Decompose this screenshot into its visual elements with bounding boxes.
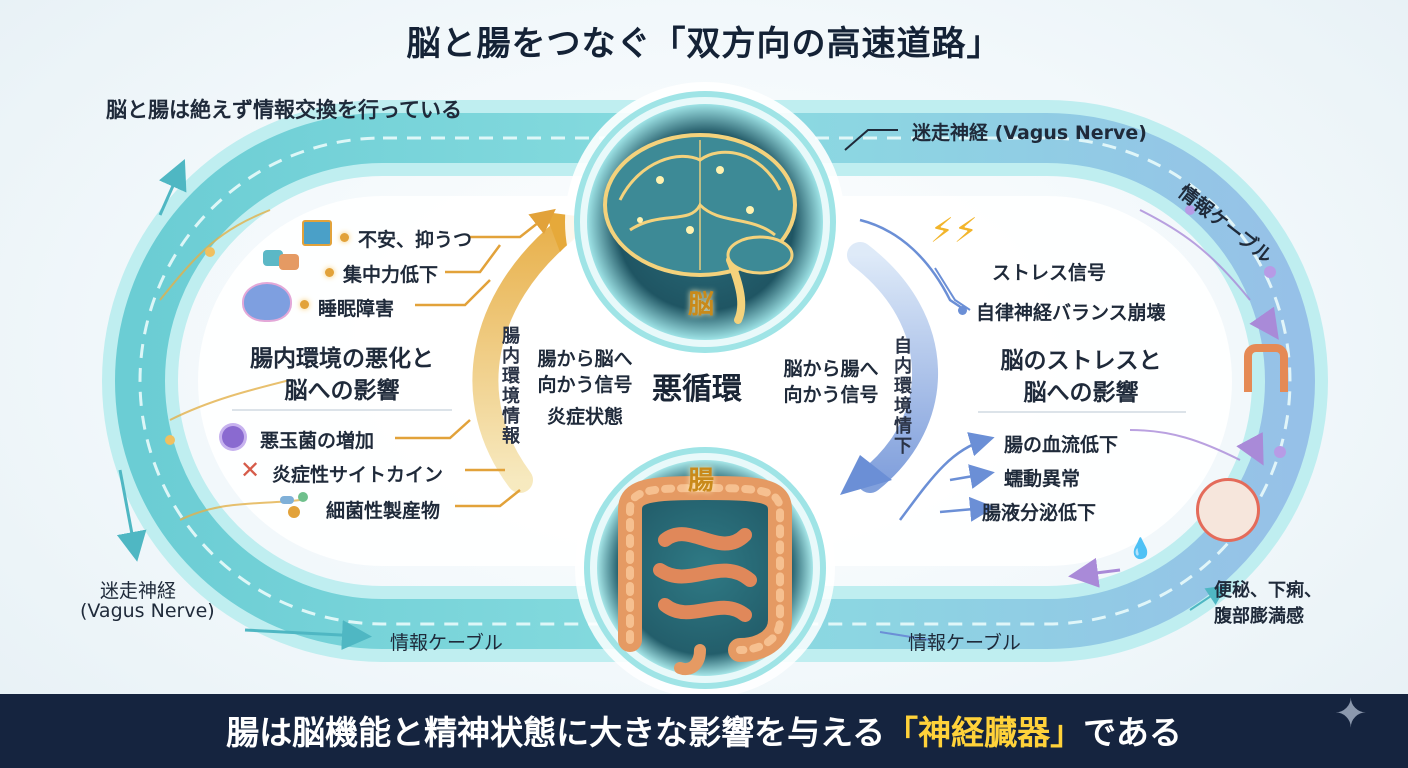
brain-label: 脳 [688,290,715,320]
result-line1: 便秘、下痢、 [1214,580,1322,601]
right-heading-line2: 脳への影響 [1023,380,1139,406]
intestine-illustration [618,475,792,675]
symptom-sleep: 睡眠障害 [318,298,395,320]
intro-text: 脳と腸は絶えず情報交換を行っている [106,98,462,122]
signal-autonomic: 自律神経バランス崩壊 [976,302,1166,324]
effect-blood-flow: 腸の血流低下 [1004,434,1119,456]
vicious-cycle-label: 悪循環 [652,372,742,407]
info-cable-label-bottom-right: 情報ケーブル [908,632,1021,654]
inflammation-state: 炎症状態 [546,406,623,428]
gut-to-brain-line2: 向かう信号 [537,374,633,396]
microbes-icon [280,492,318,518]
footer-highlight: 「神経臓器」 [885,713,1084,752]
brain-illustration [603,133,797,324]
brain-to-gut-line1: 脳から腸へ [783,358,879,380]
brain-to-gut-line2: 向かう信号 [783,384,879,406]
gut-label: 腸 [688,466,715,496]
right-heading-line1: 脳のストレスと [1000,348,1162,374]
cause-cytokines: 炎症性サイトカイン [272,464,444,486]
footer-statement: 腸は脳機能と精神状態に大きな影響を与える「神経臓器」である [0,706,1408,754]
gut-to-brain-line1: 腸から脳へ [537,348,633,370]
symptom-anxiety: 不安、抑うつ [358,229,473,251]
chip-icon [302,220,332,246]
result-line2: 腹部膨満感 [1214,606,1304,627]
vagus-nerve-label-right: 迷走神経 (Vagus Nerve) [912,122,1147,144]
vagus-nerve-label-left-1: 迷走神経 [100,580,177,602]
arrow-text-left: 腸内環境情報 [499,326,520,446]
chat-bubbles-icon [263,250,301,274]
droplets-icon: 💧 [1128,536,1153,560]
cause-bad-bacteria: 悪玉菌の増加 [260,430,375,452]
lightning-icon: ⚡⚡ [930,211,978,251]
symptom-concentration: 集中力低下 [343,264,439,286]
page-title: 脳と腸をつなぐ「双方向の高速道路」 [406,24,1002,64]
brain-small-icon [242,282,292,322]
arrow-text-right: 自内環境情下 [891,336,912,456]
footer-text-after: である [1083,713,1182,752]
left-heading-line2: 脳への影響 [284,378,400,404]
vagus-nerve-label-left-2: (Vagus Nerve) [80,600,215,622]
colon-icon [1244,344,1288,392]
stomach-icon [1196,478,1260,542]
footer-text-before: 腸は脳機能と精神状態に大きな影響を与える [226,713,886,752]
cause-bacterial-products: 細菌性製産物 [326,500,441,522]
effect-peristalsis: 蠕動異常 [1004,468,1081,490]
footer-bar [0,694,1408,768]
signal-stress: ストレス信号 [992,262,1107,284]
left-heading-line1: 腸内環境の悪化と [250,346,434,372]
bacteria-icon [222,426,244,448]
info-cable-label-bottom-left: 情報ケーブル [390,632,503,654]
effect-secretion: 腸液分泌低下 [982,502,1097,524]
sparkle-icon: ✦ [1334,691,1368,737]
cross-icon: ✕ [240,456,261,484]
